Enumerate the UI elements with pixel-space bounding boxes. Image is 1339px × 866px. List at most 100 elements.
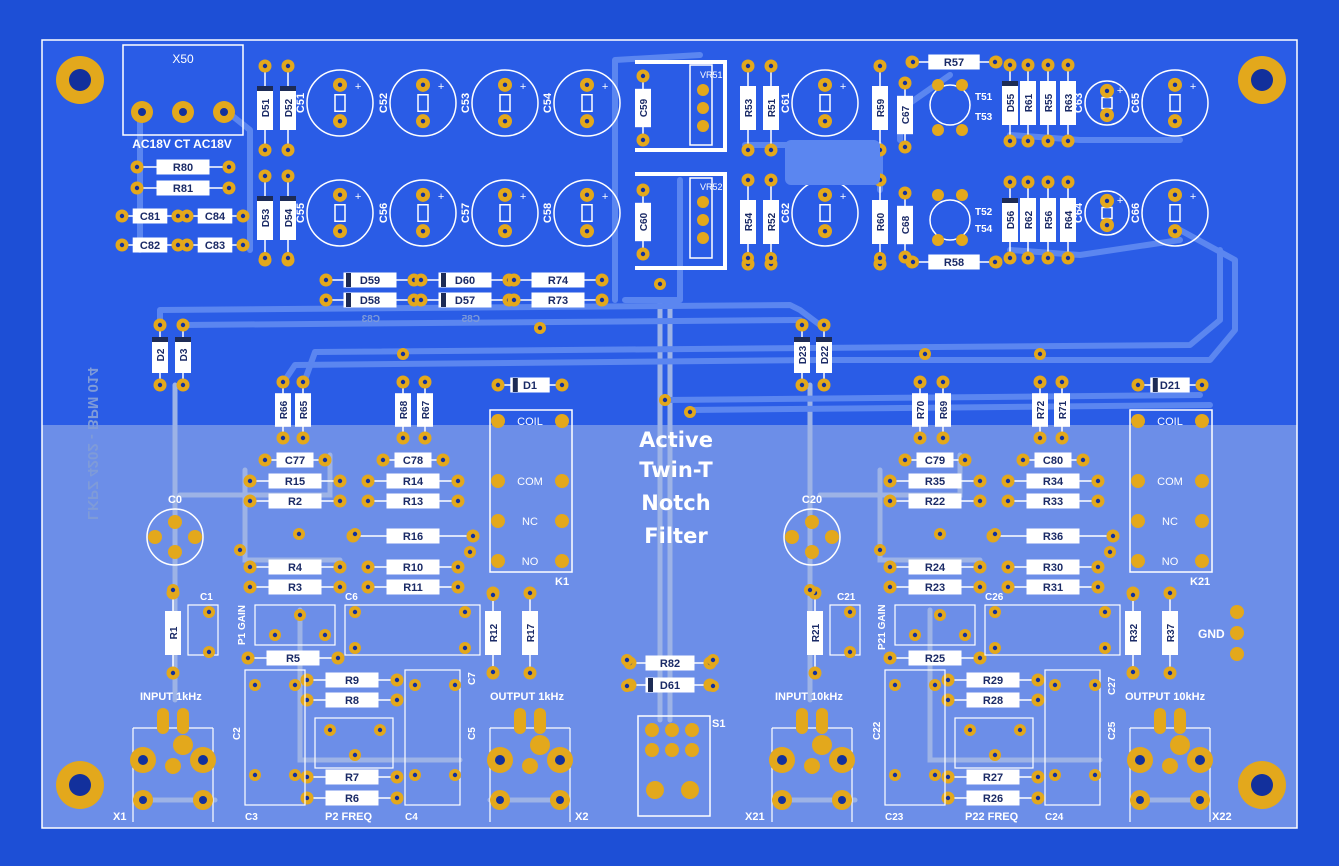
part-label: R72 [1036, 400, 1047, 419]
part-label: R25 [925, 653, 945, 665]
transistors [929, 84, 971, 241]
part-r11: R11 [361, 579, 465, 595]
part-r13: R13 [361, 493, 465, 509]
switch-s1: S1 [637, 715, 725, 817]
part-label: C68 [901, 215, 912, 234]
part-label: R37 [1166, 623, 1177, 642]
part-label: R61 [1024, 93, 1035, 112]
part-label: R34 [1043, 476, 1064, 488]
connector-x50-ref: X50 [172, 52, 194, 66]
cap-c55: +C55 [295, 179, 374, 247]
part-label: D3 [179, 348, 190, 361]
svg-text:C21: C21 [837, 592, 856, 603]
regulator-vr51: VR51 [689, 64, 723, 146]
part-label: R14 [403, 476, 424, 488]
electrolytic-capacitors: +C51+C52+C53+C54+C55+C56+C57+C58+C61+C62… [295, 69, 1209, 247]
part-label: R1 [169, 626, 180, 639]
part-label: D59 [360, 275, 380, 287]
title-line-2: Twin-T [639, 458, 713, 482]
svg-text:+: + [438, 191, 444, 203]
svg-text:C24: C24 [1045, 812, 1064, 823]
part-label: C67 [901, 105, 912, 124]
part-label: R70 [916, 400, 927, 419]
svg-text:COIL: COIL [1157, 416, 1183, 428]
svg-text:X21: X21 [745, 811, 765, 823]
part-label: C63 [1073, 93, 1085, 113]
part-label: R13 [403, 496, 423, 508]
part-r4: R4 [243, 559, 347, 575]
svg-text:+: + [1190, 191, 1196, 203]
connector-x50: X50 AC18V CT AC18V [122, 44, 244, 151]
part-label: R74 [548, 275, 569, 287]
part-r67: R67 [417, 375, 433, 445]
part-label: C56 [378, 203, 390, 223]
svg-text:X2: X2 [575, 811, 588, 823]
part-r81: R81 [130, 180, 236, 196]
part-label: R21 [811, 623, 822, 642]
part-label: D61 [660, 680, 680, 692]
jack-x2 [487, 708, 573, 822]
part-d58: D58 [319, 292, 421, 308]
part-c59: C59 [635, 69, 651, 147]
title-line-4: Filter [644, 524, 708, 548]
part-c81: C81 [115, 208, 185, 224]
part-label: R15 [285, 476, 305, 488]
part-label: C54 [542, 92, 554, 113]
part-r37: R37 [1162, 586, 1178, 680]
opamp-c20: C20 [783, 494, 841, 566]
part-label: R31 [1043, 582, 1063, 594]
board-title: Active Twin-T Notch Filter [639, 428, 713, 548]
part-label: R6 [345, 793, 359, 805]
part-label: C58 [542, 203, 554, 223]
mirrored-c85: C85 [461, 314, 480, 325]
part-r23: R23 [883, 579, 987, 595]
part-label: R33 [1043, 496, 1063, 508]
part-label: D53 [261, 208, 272, 227]
part-label: R54 [744, 212, 755, 231]
part-label: C84 [205, 211, 226, 223]
part-label: R8 [345, 695, 359, 707]
cap-c57: +C57 [460, 179, 539, 247]
cap-c58: +C58 [542, 179, 621, 247]
part-label: C64 [1073, 202, 1085, 223]
part-label: C82 [140, 240, 160, 252]
cap-c64: +C64 [1073, 190, 1130, 236]
part-r80: R80 [130, 159, 236, 175]
part-c68: C68 [897, 186, 913, 264]
part-r35: R35 [883, 473, 987, 489]
part-label: R10 [403, 562, 423, 574]
svg-text:+: + [438, 81, 444, 93]
label-p22-freq: P22 FREQ [965, 811, 1019, 823]
connector-x50-pins: AC18V CT AC18V [132, 137, 232, 151]
board-outline [41, 39, 1298, 829]
part-d2: D2 [152, 318, 168, 392]
part-label: R35 [925, 476, 945, 488]
part-label: R59 [876, 98, 887, 117]
part-r66: R66 [275, 375, 291, 445]
part-label: C61 [780, 93, 792, 113]
part-label: R26 [983, 793, 1003, 805]
mirrored-c83: C83 [361, 314, 380, 325]
part-label: R16 [403, 531, 423, 543]
svg-text:C25: C25 [1107, 721, 1118, 740]
part-d57: D57 [414, 292, 516, 308]
part-label: C53 [460, 93, 472, 113]
label-p1-gain: P1 GAIN [237, 605, 248, 645]
part-label: R28 [983, 695, 1003, 707]
part-label: C83 [205, 240, 225, 252]
part-label: D1 [523, 380, 537, 392]
svg-text:+: + [840, 81, 846, 93]
part-r7: R7 [300, 769, 404, 785]
part-label: R32 [1129, 623, 1140, 642]
part-label: R68 [399, 400, 410, 419]
part-r9: R9 [300, 672, 404, 688]
cap-c54: +C54 [542, 69, 621, 137]
part-label: R66 [279, 400, 290, 419]
part-r8: R8 [300, 692, 404, 708]
part-label: R36 [1043, 531, 1063, 543]
part-label: C77 [285, 455, 305, 467]
part-r34: R34 [1001, 473, 1105, 489]
part-r65: R65 [295, 375, 311, 445]
left-channel-outlines [187, 604, 481, 806]
